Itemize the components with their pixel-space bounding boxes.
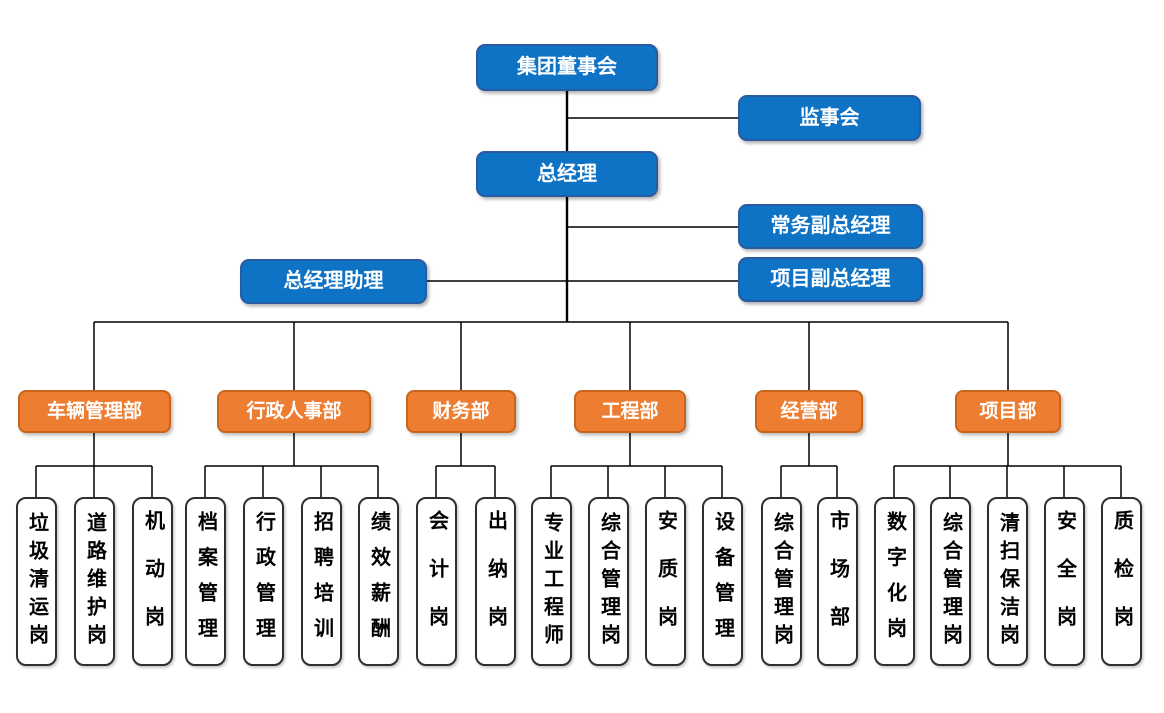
position-label: 绩效薪酬 bbox=[367, 510, 390, 653]
pos-market-dept: 市场部 bbox=[817, 497, 858, 666]
pos-sweeping-cleaning: 清扫保洁岗 bbox=[987, 497, 1028, 666]
position-label: 市场部 bbox=[826, 509, 849, 654]
position-label: 综合管理岗 bbox=[770, 511, 793, 652]
position-label: 综合管理岗 bbox=[939, 511, 962, 652]
node-exec-deputy-gm: 常务副总经理 bbox=[738, 204, 923, 249]
pos-digitalization: 数字化岗 bbox=[874, 497, 915, 666]
pos-equipment-management: 设备管理 bbox=[702, 497, 743, 666]
dept-project: 项目部 bbox=[955, 390, 1061, 433]
position-label: 会计岗 bbox=[425, 509, 448, 654]
pos-general-management-ops: 综合管理岗 bbox=[761, 497, 802, 666]
position-label: 质检岗 bbox=[1110, 509, 1133, 654]
dept-engineering: 工程部 bbox=[574, 390, 686, 433]
position-label: 道路维护岗 bbox=[83, 511, 106, 652]
pos-quality-inspection: 质检岗 bbox=[1101, 497, 1142, 666]
pos-road-maintenance: 道路维护岗 bbox=[74, 497, 115, 666]
dept-operations: 经营部 bbox=[755, 390, 863, 433]
pos-recruit-training: 招聘培训 bbox=[301, 497, 342, 666]
pos-general-management-proj: 综合管理岗 bbox=[930, 497, 971, 666]
pos-cashier: 出纳岗 bbox=[475, 497, 516, 666]
pos-general-management-eng: 综合管理岗 bbox=[588, 497, 629, 666]
position-label: 专业工程师 bbox=[540, 511, 563, 652]
pos-performance-pay: 绩效薪酬 bbox=[358, 497, 399, 666]
position-label: 数字化岗 bbox=[883, 510, 906, 653]
position-label: 清扫保洁岗 bbox=[996, 511, 1019, 652]
dept-finance: 财务部 bbox=[406, 390, 516, 433]
pos-garbage-removal: 垃圾清运岗 bbox=[16, 497, 57, 666]
pos-accountant: 会计岗 bbox=[416, 497, 457, 666]
position-label: 行政管理 bbox=[252, 510, 275, 653]
position-label: 安质岗 bbox=[654, 509, 677, 654]
pos-mobile-duty: 机动岗 bbox=[132, 497, 173, 666]
node-group-board: 集团董事会 bbox=[476, 44, 658, 91]
position-label: 档案管理 bbox=[194, 510, 217, 653]
node-project-deputy-gm: 项目副总经理 bbox=[738, 257, 923, 302]
position-label: 垃圾清运岗 bbox=[25, 511, 48, 652]
node-general-manager: 总经理 bbox=[476, 151, 658, 197]
position-label: 综合管理岗 bbox=[597, 511, 620, 652]
pos-professional-engineer: 专业工程师 bbox=[531, 497, 572, 666]
pos-safety-quality: 安质岗 bbox=[645, 497, 686, 666]
position-label: 机动岗 bbox=[141, 509, 164, 654]
position-label: 出纳岗 bbox=[484, 509, 507, 654]
pos-archives-management: 档案管理 bbox=[185, 497, 226, 666]
dept-vehicle-management: 车辆管理部 bbox=[18, 390, 171, 433]
position-label: 设备管理 bbox=[711, 510, 734, 653]
pos-admin-management: 行政管理 bbox=[243, 497, 284, 666]
position-label: 招聘培训 bbox=[310, 510, 333, 653]
dept-admin-hr: 行政人事部 bbox=[217, 390, 371, 433]
node-supervisory-board: 监事会 bbox=[738, 95, 921, 141]
pos-safety: 安全岗 bbox=[1044, 497, 1085, 666]
position-label: 安全岗 bbox=[1053, 509, 1076, 654]
node-gm-assistant: 总经理助理 bbox=[240, 259, 427, 304]
